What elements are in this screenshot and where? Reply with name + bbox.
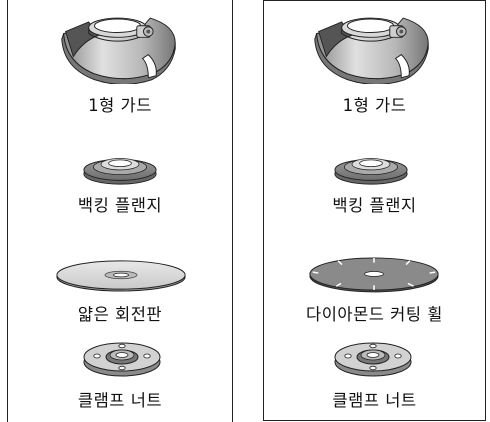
type1-guard-icon	[309, 6, 434, 84]
item-label-clamp-nut: 클램프 너트	[332, 391, 417, 410]
item-label-guard: 1형 가드	[342, 96, 407, 115]
diamond-cutting-wheel-icon	[308, 255, 440, 293]
backing-flange-icon	[332, 149, 410, 187]
clamp-nut-icon	[82, 335, 162, 379]
item-label-diamond-wheel: 다이아몬드 커팅 휠	[306, 305, 443, 324]
item-label-guard: 1형 가드	[88, 96, 152, 115]
item-label-backing-flange: 백킹 플랜지	[332, 196, 417, 215]
thin-disc-icon	[55, 258, 187, 292]
item-label-backing-flange: 백킹 플랜지	[77, 196, 163, 215]
type1-guard-icon	[56, 6, 181, 84]
left-column: 1형 가드 백킹 플랜지 얇은 회전판 클램프 너트	[7, 0, 233, 422]
right-column: 1형 가드 백킹 플랜지 다이아몬드 커팅 휠 클램프 너트	[263, 0, 486, 421]
backing-flange-icon	[81, 149, 159, 187]
item-label-thin-disc: 얇은 회전판	[77, 305, 163, 324]
item-label-clamp-nut: 클램프 너트	[77, 391, 163, 410]
clamp-nut-icon	[333, 335, 413, 379]
